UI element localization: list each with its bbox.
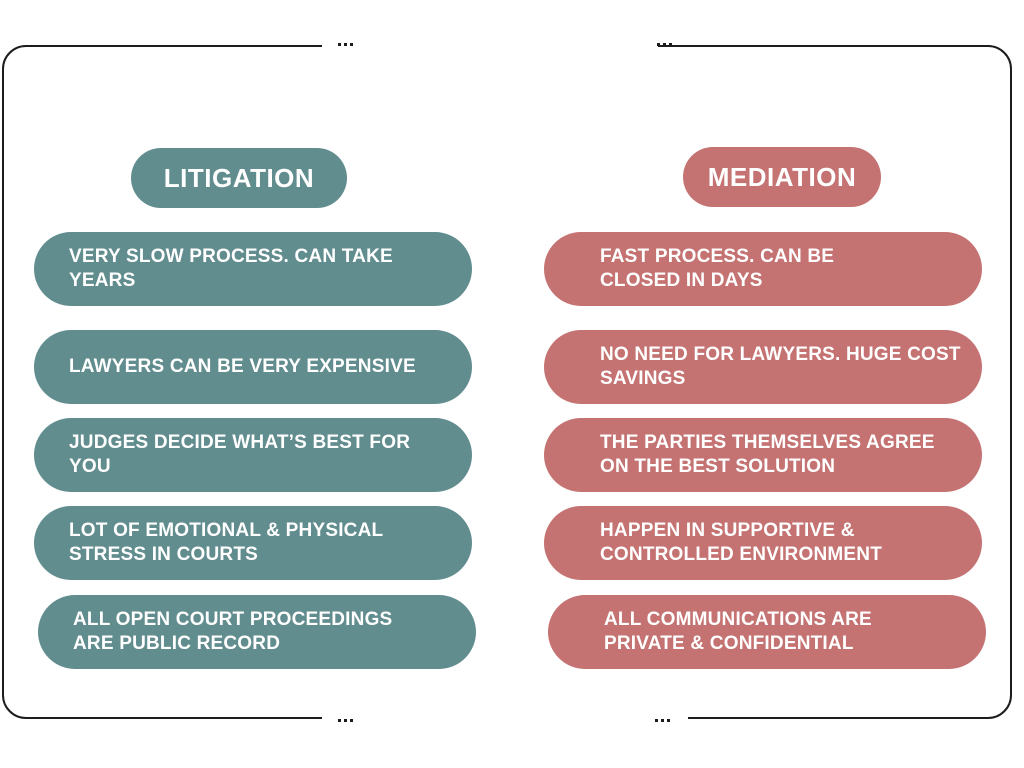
mediation-item: THE PARTIES THEMSELVES AGREE ON THE BEST… — [544, 418, 982, 492]
mediation-item-line: ON THE BEST SOLUTION — [600, 456, 836, 477]
mediation-item: FAST PROCESS. CAN BE CLOSED IN DAYS — [544, 232, 982, 306]
litigation-item: VERY SLOW PROCESS. CAN TAKE YEARS — [34, 232, 472, 306]
mediation-item-line: ALL COMMUNICATIONS ARE — [604, 609, 872, 630]
mediation-header-label: MEDIATION — [707, 161, 857, 192]
mediation-item-line: THE PARTIES THEMSELVES AGREE — [600, 432, 935, 453]
mediation-item: NO NEED FOR LAWYERS. HUGE COST SAVINGS — [544, 330, 982, 404]
ellipsis-top-left — [338, 41, 353, 47]
mediation-item-line: NO NEED FOR LAWYERS. HUGE COST — [600, 344, 961, 365]
litigation-header: LITIGATION — [131, 148, 347, 208]
litigation-item: LOT OF EMOTIONAL & PHYSICAL STRESS IN CO… — [34, 506, 472, 580]
frame-gap-bottom — [322, 715, 688, 723]
litigation-item-line: STRESS IN COURTS — [69, 544, 258, 565]
ellipsis-bottom-left — [338, 717, 353, 723]
litigation-item-line: ALL OPEN COURT PROCEEDINGS — [73, 609, 393, 630]
ellipsis-top-right — [657, 41, 672, 47]
mediation-item-line: SAVINGS — [600, 368, 686, 389]
mediation-item: ALL COMMUNICATIONS ARE PRIVATE & CONFIDE… — [548, 595, 986, 669]
litigation-item: JUDGES DECIDE WHAT’S BEST FOR YOU — [34, 418, 472, 492]
litigation-item: LAWYERS CAN BE VERY EXPENSIVE — [34, 330, 472, 404]
litigation-item-line: LOT OF EMOTIONAL & PHYSICAL — [69, 520, 384, 541]
mediation-item-line: PRIVATE & CONFIDENTIAL — [604, 633, 854, 654]
mediation-item-line: FAST PROCESS. CAN BE — [600, 246, 835, 267]
frame-gap-top — [322, 41, 658, 49]
litigation-item-line: JUDGES DECIDE WHAT’S BEST FOR — [69, 432, 411, 453]
mediation-item-line: CLOSED IN DAYS — [600, 270, 763, 291]
mediation-item: HAPPEN IN SUPPORTIVE & CONTROLLED ENVIRO… — [544, 506, 982, 580]
litigation-item-line: VERY SLOW PROCESS. CAN TAKE — [69, 246, 393, 267]
litigation-item: ALL OPEN COURT PROCEEDINGS ARE PUBLIC RE… — [38, 595, 476, 669]
mediation-header: MEDIATION — [683, 147, 881, 207]
litigation-item-line: ARE PUBLIC RECORD — [73, 633, 281, 654]
litigation-item-line: LAWYERS CAN BE VERY EXPENSIVE — [69, 356, 416, 377]
mediation-item-line: HAPPEN IN SUPPORTIVE & — [600, 520, 855, 541]
litigation-item-line: YOU — [69, 456, 111, 477]
mediation-item-line: CONTROLLED ENVIRONMENT — [600, 544, 883, 565]
litigation-header-label: LITIGATION — [163, 162, 315, 193]
ellipsis-bottom-right — [655, 717, 670, 723]
litigation-item-line: YEARS — [69, 270, 136, 291]
